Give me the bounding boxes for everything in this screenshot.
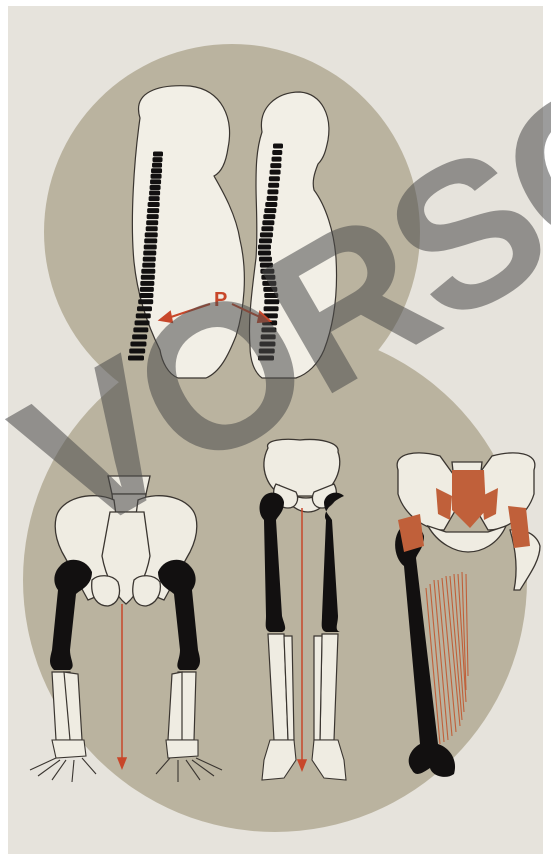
vertebra-icon	[148, 202, 160, 207]
vertebra-icon	[273, 144, 283, 149]
vertebra-icon	[141, 275, 155, 280]
vertebra-icon	[149, 196, 160, 201]
vertebra-icon	[272, 150, 282, 155]
vertebra-icon	[272, 157, 282, 162]
vertebra-icon	[141, 269, 155, 274]
vertebra-icon	[147, 208, 159, 213]
vertebra-icon	[144, 244, 157, 249]
vertebra-icon	[269, 176, 280, 181]
vertebra-icon	[268, 183, 279, 188]
vertebra-icon	[147, 214, 159, 219]
vertebra-icon	[146, 226, 158, 231]
vertebra-icon	[152, 163, 162, 168]
vertebra-icon	[265, 202, 277, 207]
vertebra-icon	[150, 185, 161, 190]
vertebra-icon	[267, 189, 278, 194]
vertebra-icon	[146, 220, 158, 225]
vertebra-icon	[145, 232, 158, 237]
vertebra-icon	[142, 263, 155, 268]
vertebra-icon	[143, 257, 156, 262]
vertebra-icon	[267, 196, 278, 201]
vertebra-icon	[151, 168, 162, 173]
vertebra-icon	[144, 238, 157, 243]
vertebra-icon	[149, 191, 160, 196]
vertebra-icon	[143, 251, 156, 256]
vertebra-icon	[153, 157, 163, 162]
vertebra-icon	[153, 152, 163, 157]
vertebra-icon	[150, 179, 161, 184]
vertebra-icon	[270, 163, 281, 168]
vertebra-icon	[270, 170, 281, 175]
vertebra-icon	[151, 174, 162, 179]
